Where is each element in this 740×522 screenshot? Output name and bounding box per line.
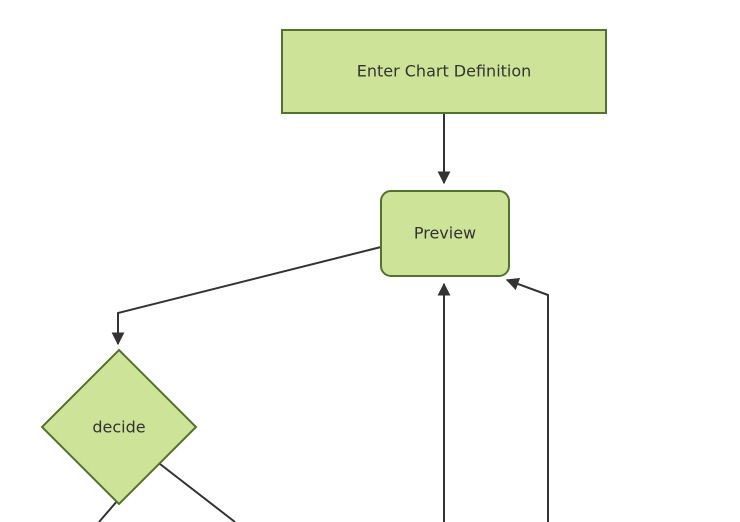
edge-decide-bottom-left-hitarea[interactable] [99,500,118,522]
edge-decide-bottom-right-hitarea[interactable] [160,464,235,522]
node-preview[interactable]: Preview [380,190,510,277]
edge-preview-to-decide-hitarea[interactable] [118,247,381,344]
edge-preview-to-decide[interactable] [111,246,382,346]
edges-layer [98,113,549,522]
node-enter-chart-definition[interactable]: Enter Chart Definition [281,29,607,114]
node-decide-shape[interactable] [40,348,198,506]
edge-decide-bottom-right-line [159,463,236,522]
node-enter-chart-definition-shape[interactable] [281,29,607,114]
edge-decide-bottom-left-line [98,499,119,522]
edge-bottom-right-to-preview-hitarea[interactable] [507,280,548,522]
edge-bottom-right-to-preview-line [505,277,549,522]
edge-decide-bottom-right[interactable] [159,463,236,522]
edge-bottom-right-to-preview[interactable] [505,277,549,522]
edge-decide-bottom-left[interactable] [98,499,119,522]
node-preview-shape[interactable] [380,190,510,277]
edge-preview-to-decide-line [111,246,382,346]
